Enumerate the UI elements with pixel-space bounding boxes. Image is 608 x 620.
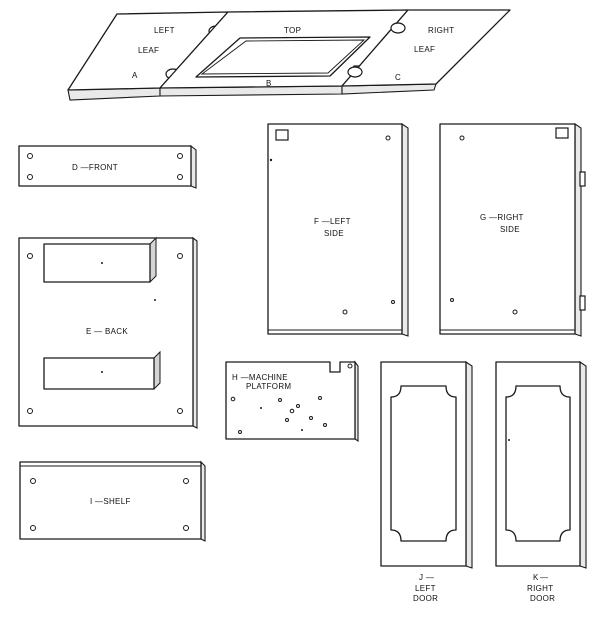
hinge-icon bbox=[579, 171, 586, 187]
machine-platform-label-line1: H —MACHINE bbox=[232, 373, 288, 382]
left-door-dash: — bbox=[426, 573, 434, 582]
top-assembly: LEFT LEAF A TOP B RIGHT LEAF C bbox=[67, 9, 511, 101]
right-side-panel-g: G —RIGHT SIDE bbox=[439, 122, 586, 337]
shelf-label: I —SHELF bbox=[90, 497, 131, 506]
right-side-label-line2: SIDE bbox=[500, 225, 520, 234]
right-leaf-label-line1: RIGHT bbox=[428, 26, 454, 35]
right-side-label-line1: G —RIGHT bbox=[480, 213, 524, 222]
left-side-label-line1: F —LEFT bbox=[314, 217, 351, 226]
machine-platform-h: H —MACHINE PLATFORM bbox=[225, 360, 359, 443]
top-b: TOP B bbox=[159, 9, 409, 97]
left-side-label-line2: SIDE bbox=[324, 229, 344, 238]
right-door-label-line1: RIGHT bbox=[527, 584, 553, 593]
hinge-icon bbox=[390, 22, 406, 34]
left-leaf-letter: A bbox=[132, 71, 138, 80]
left-door-label-line2: DOOR bbox=[413, 594, 438, 603]
right-door-letter: K bbox=[533, 573, 539, 582]
top-letter: B bbox=[266, 79, 272, 88]
front-label: D —FRONT bbox=[72, 163, 118, 172]
right-door-dash: — bbox=[540, 573, 548, 582]
front-panel-d: D —FRONT bbox=[18, 144, 197, 189]
right-leaf-letter: C bbox=[395, 73, 401, 82]
shelf-i: I —SHELF bbox=[19, 460, 206, 542]
machine-platform-label-line2: PLATFORM bbox=[246, 382, 291, 391]
left-leaf-label-line2: LEAF bbox=[138, 46, 159, 55]
top-label: TOP bbox=[284, 26, 301, 35]
right-leaf-label-line2: LEAF bbox=[414, 45, 435, 54]
left-door-j: J — LEFT DOOR bbox=[380, 360, 473, 603]
left-door-letter: J bbox=[419, 573, 423, 582]
right-door-k: K — RIGHT DOOR bbox=[495, 360, 587, 603]
left-leaf-label-line1: LEFT bbox=[154, 26, 175, 35]
hinge-bracket-icon bbox=[275, 129, 289, 141]
right-door-label-line2: DOOR bbox=[530, 594, 555, 603]
back-panel-e: E — BACK bbox=[18, 236, 198, 429]
hinge-icon bbox=[347, 66, 363, 78]
right-leaf-c: RIGHT LEAF C bbox=[341, 9, 511, 95]
left-side-panel-f: F —LEFT SIDE bbox=[267, 122, 409, 337]
back-label: E — BACK bbox=[86, 327, 128, 336]
hinge-bracket-icon bbox=[555, 127, 569, 139]
left-door-label-line1: LEFT bbox=[415, 584, 436, 593]
hinge-icon bbox=[579, 295, 586, 311]
